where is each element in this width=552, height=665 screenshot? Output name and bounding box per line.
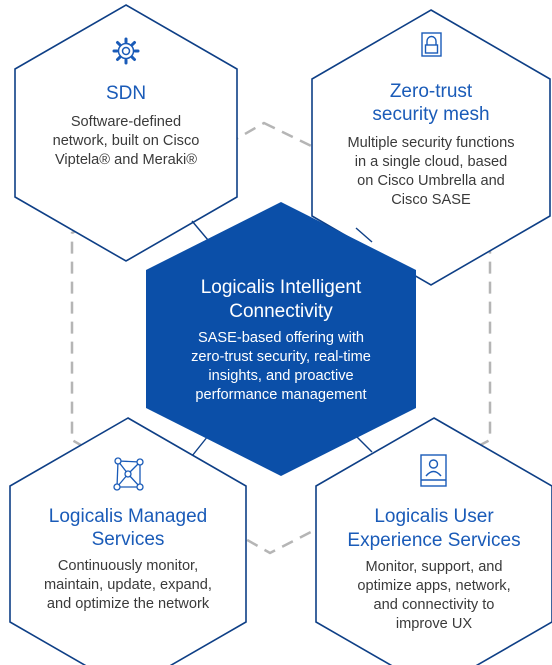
ux-line-1: Monitor, support, and xyxy=(365,559,502,575)
zero-trust-line-1: Multiple security functions xyxy=(347,135,514,151)
zero-trust-line-4: Cisco SASE xyxy=(391,192,471,208)
center-title-line-2: Connectivity xyxy=(229,301,333,322)
managed-title-line-1: Logicalis Managed xyxy=(49,506,207,527)
ux-title-line-2: Experience Services xyxy=(347,530,520,551)
network-nodes-icon xyxy=(113,457,144,491)
sdn-line-3: Viptela® and Meraki® xyxy=(55,152,197,168)
zero-trust-line-2: in a single cloud, based xyxy=(355,154,508,170)
center-line-3: insights, and proactive xyxy=(208,368,353,384)
managed-title-line-2: Services xyxy=(92,529,165,550)
sdn-line-1: Software-defined xyxy=(71,114,181,130)
center-line-4: performance management xyxy=(195,387,366,403)
ux-line-3: and connectivity to xyxy=(374,597,495,613)
center-hexagon: Logicalis Intelligent Connectivity SASE-… xyxy=(146,202,416,476)
zero-trust-title-line-1: Zero-trust xyxy=(390,81,473,102)
managed-services-hexagon: Logicalis Managed Services Continuously … xyxy=(9,417,247,665)
zero-trust-title-line-2: security mesh xyxy=(372,104,489,125)
managed-line-2: maintain, update, expand, xyxy=(44,577,212,593)
connector-lines xyxy=(191,220,373,457)
gear-icon xyxy=(112,37,140,65)
lock-icon xyxy=(421,32,442,57)
ux-line-4: improve UX xyxy=(396,616,472,632)
center-title-line-1: Logicalis Intelligent xyxy=(201,277,362,298)
sdn-title: SDN xyxy=(106,83,146,104)
user-experience-hexagon: Logicalis User Experience Services Monit… xyxy=(315,417,552,665)
ux-title-line-1: Logicalis User xyxy=(374,506,494,527)
ux-line-2: optimize apps, network, xyxy=(357,578,510,594)
zero-trust-line-3: on Cisco Umbrella and xyxy=(357,173,505,189)
center-line-2: zero-trust security, real-time xyxy=(191,349,371,365)
monitor-user-icon xyxy=(420,454,447,487)
zero-trust-hexagon: Zero-trust security mesh Multiple securi… xyxy=(311,9,551,286)
sdn-line-2: network, built on Cisco xyxy=(53,133,200,149)
sdn-hexagon: SDN Software-defined network, built on C… xyxy=(14,4,238,262)
managed-line-3: and optimize the network xyxy=(47,596,210,612)
center-line-1: SASE-based offering with xyxy=(198,330,364,346)
managed-line-1: Continuously monitor, xyxy=(58,558,198,574)
